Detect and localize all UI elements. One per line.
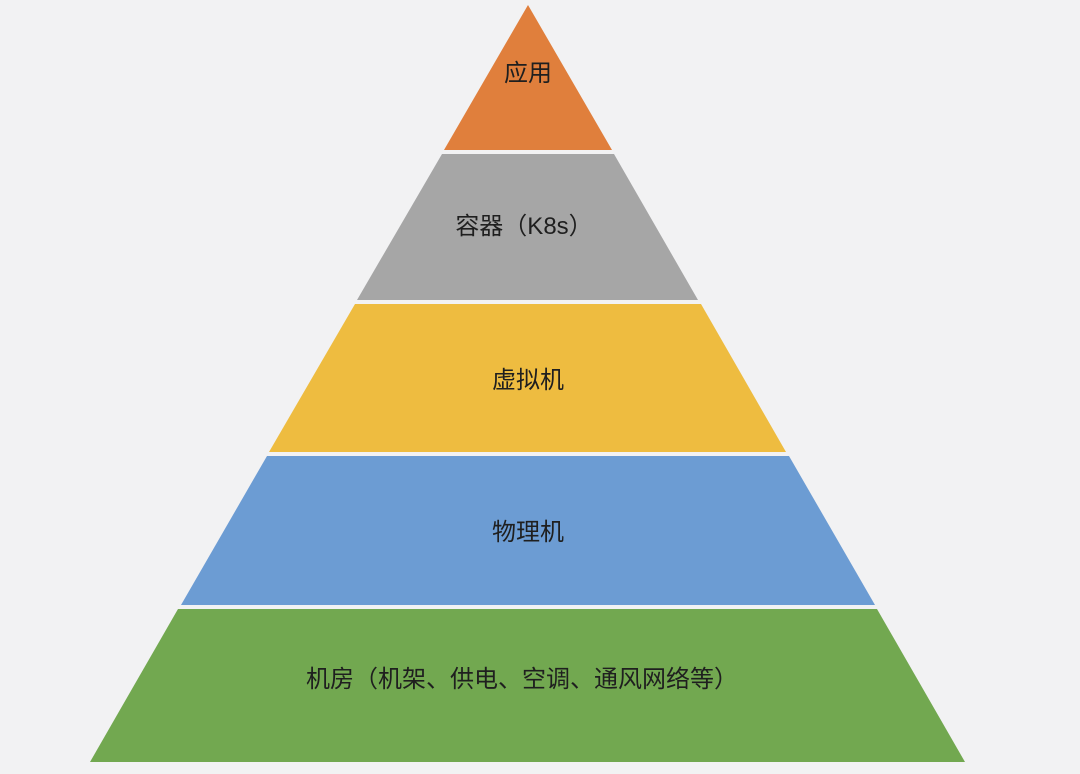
layer-label-application: 应用 <box>504 60 552 87</box>
pyramid-layer-application <box>444 5 612 150</box>
layer-label-physical-machine: 物理机 <box>492 519 564 546</box>
pyramid-layer-virtual-machine <box>269 304 786 452</box>
layer-label-container: 容器（K8s） <box>455 213 592 240</box>
pyramid-layer-physical-machine <box>181 456 875 605</box>
pyramid-layer-container <box>357 154 698 300</box>
pyramid-layer-data-center <box>90 609 965 762</box>
layer-label-virtual-machine: 虚拟机 <box>492 367 564 394</box>
layer-label-data-center: 机房（机架、供电、空调、通风网络等） <box>306 666 738 693</box>
